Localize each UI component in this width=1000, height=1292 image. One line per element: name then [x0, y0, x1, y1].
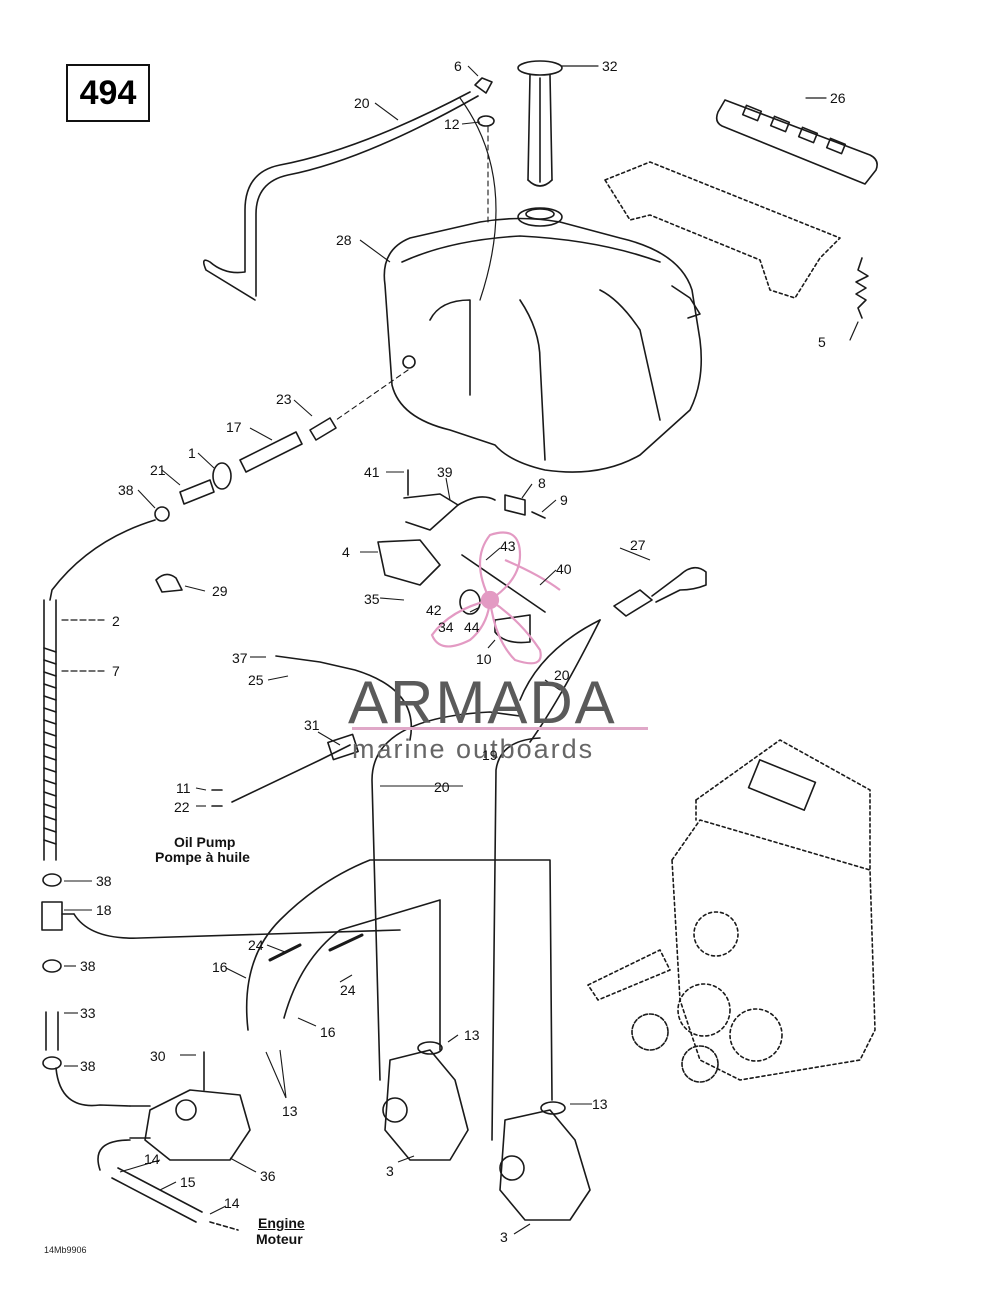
oil-pump-label-fr: Pompe à huile — [155, 849, 250, 865]
part-label: 30 — [150, 1048, 166, 1064]
part-label: 5 — [818, 334, 826, 350]
part-label: 4 — [342, 544, 350, 560]
part-label: 29 — [212, 583, 228, 599]
part-label: 13 — [464, 1027, 480, 1043]
engine-label-en: Engine — [258, 1215, 305, 1231]
part-label: 37 — [232, 650, 248, 666]
part-label: 20 — [434, 779, 450, 795]
part-label: 41 — [364, 464, 380, 480]
part-label: 39 — [437, 464, 453, 480]
part-label: 21 — [150, 462, 166, 478]
page-number-box: 494 — [66, 64, 150, 122]
carburetor-1 — [384, 1049, 469, 1161]
watermark-underline — [352, 727, 648, 730]
watermark-brand: ARMADA — [348, 669, 617, 736]
part-label: 12 — [444, 116, 460, 132]
part-label: 42 — [426, 602, 442, 618]
air-silencer — [671, 819, 876, 1081]
part-label: 23 — [276, 391, 292, 407]
part-label: 25 — [248, 672, 264, 688]
part-label: 1 — [188, 445, 196, 461]
gasket-26 — [715, 99, 878, 185]
part-label: 2 — [112, 613, 120, 629]
page-number: 494 — [79, 73, 137, 112]
engine-label-fr: Moteur — [256, 1231, 303, 1247]
oil-pump-label-en: Oil Pump — [174, 834, 236, 850]
part-label: 10 — [476, 651, 492, 667]
part-label: 14 — [144, 1151, 160, 1167]
watermark-tagline: marine outboards — [352, 734, 595, 764]
part-label: 8 — [538, 475, 546, 491]
part-label: 11 — [176, 780, 191, 796]
part-label: 13 — [282, 1103, 298, 1119]
part-label: 18 — [96, 902, 112, 918]
part-label: 15 — [180, 1174, 196, 1190]
oil-tank — [383, 217, 703, 473]
part-label: 36 — [260, 1168, 276, 1184]
part-label: 16 — [320, 1024, 336, 1040]
part-label: 24 — [248, 937, 264, 953]
part-label: 16 — [212, 959, 228, 975]
part-label: 27 — [630, 537, 646, 553]
watermark-propeller — [430, 531, 561, 665]
part-label: 7 — [112, 663, 120, 679]
part-label: 32 — [602, 58, 618, 74]
part-label: 33 — [80, 1005, 96, 1021]
part-label: 17 — [226, 419, 242, 435]
part-label: 20 — [354, 95, 370, 111]
part-label: 13 — [592, 1096, 608, 1112]
part-label: 31 — [304, 717, 320, 733]
part-label: 38 — [118, 482, 134, 498]
drawing-code: 14Mb9906 — [44, 1245, 87, 1255]
part-label: 14 — [224, 1195, 240, 1211]
carburetor-2 — [499, 1109, 591, 1221]
part-label: 38 — [80, 1058, 96, 1074]
part-label: 26 — [830, 90, 846, 106]
oil-pump — [144, 1089, 251, 1161]
part-label: 40 — [556, 561, 572, 577]
part-label: 19 — [482, 747, 498, 763]
part-label: 3 — [386, 1163, 394, 1179]
part-label: 9 — [560, 492, 568, 508]
part-label: 20 — [554, 667, 570, 683]
part-label: 35 — [364, 591, 380, 607]
part-label: 24 — [340, 982, 356, 998]
part-label: 28 — [336, 232, 352, 248]
part-label: 3 — [500, 1229, 508, 1245]
part-label: 38 — [80, 958, 96, 974]
part-label: 6 — [454, 58, 462, 74]
part-label: 22 — [174, 799, 190, 815]
part-label: 44 — [464, 619, 480, 635]
part-label: 38 — [96, 873, 112, 889]
part-label: 43 — [500, 538, 516, 554]
part-label: 34 — [438, 619, 454, 635]
